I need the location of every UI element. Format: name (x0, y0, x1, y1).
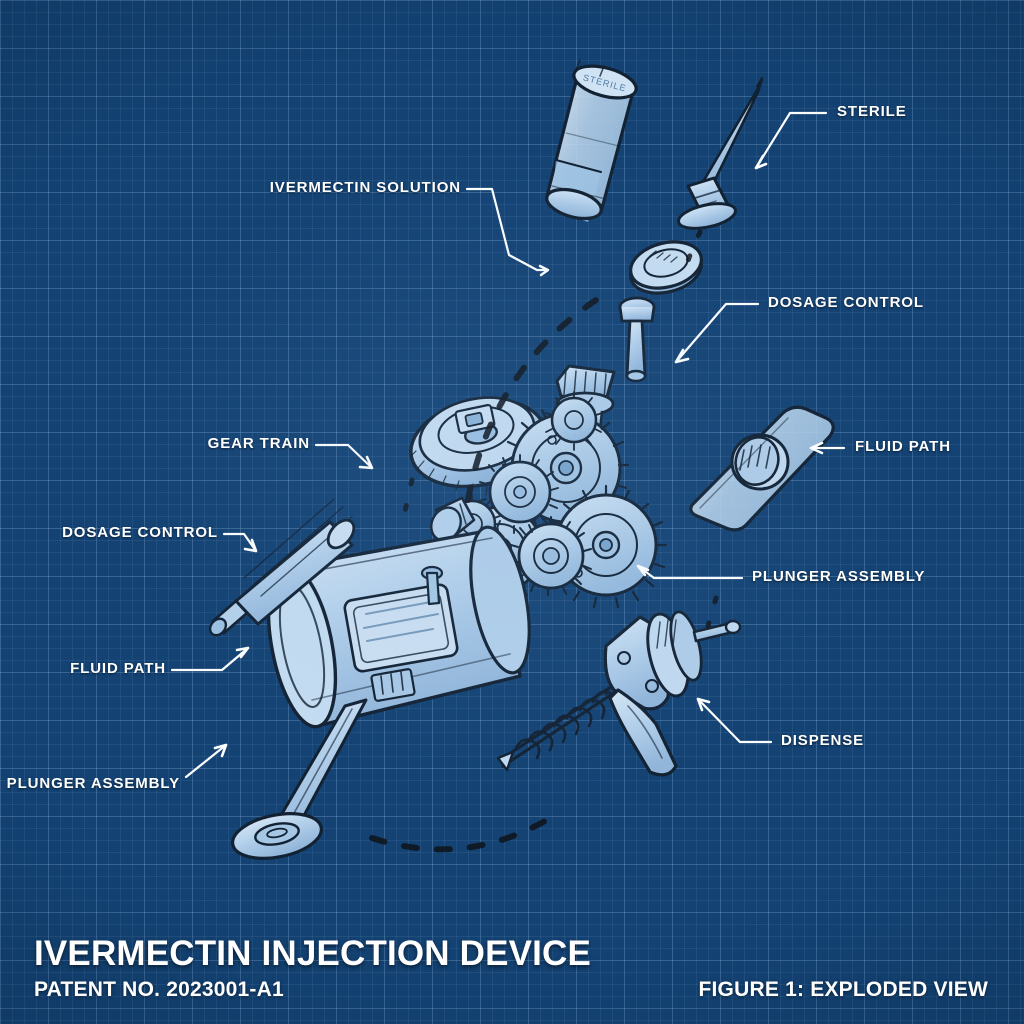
patent-number: PATENT NO. 2023001-A1 (34, 978, 284, 1001)
part-dispense-trigger-assembly (496, 610, 742, 777)
callout-label-fluid-path-right: FLUID PATH (855, 438, 951, 455)
figure-label: FIGURE 1: EXPLODED VIEW (698, 978, 988, 1001)
title-sub-row: PATENT NO. 2023001-A1 FIGURE 1: EXPLODED… (34, 978, 996, 1002)
gear-pinion-upper (478, 454, 559, 534)
callout-label-plunger-assembly-left: PLUNGER ASSEMBLY (6, 775, 180, 792)
part-ivermectin-vial: STERILE (545, 59, 638, 222)
title-block: IVERMECTIN INJECTION DEVICE PATENT NO. 2… (34, 936, 996, 1002)
callout-label-gear-train: GEAR TRAIN (207, 435, 310, 452)
page-title: IVERMECTIN INJECTION DEVICE (34, 934, 592, 974)
assembly-motion-path-dots (402, 229, 719, 629)
part-plunger-rod (231, 698, 368, 860)
callout-label-dosage-control-left: DOSAGE CONTROL (62, 524, 218, 541)
gear-top-small (545, 391, 603, 451)
callout-label-dosage-control-right: DOSAGE CONTROL (768, 294, 924, 311)
part-fluid-path-plate (689, 405, 835, 532)
part-hypodermic-needle (677, 77, 764, 230)
gear-bevel-cluster (430, 496, 476, 542)
gear-center-small (510, 516, 592, 596)
callout-label-sterile: STERILE (837, 103, 907, 120)
callout-label-dispense: DISPENSE (781, 732, 865, 749)
callout-label-ivermectin-solution: IVERMECTIN SOLUTION (269, 179, 461, 196)
part-dosage-control-cap (629, 240, 703, 295)
part-main-barrel-body (266, 525, 531, 729)
assembly-motion-path (465, 297, 599, 503)
callout-leader-lines (170, 111, 846, 779)
callout-label-plunger-assembly-right: PLUNGER ASSEMBLY (752, 568, 926, 585)
callout-label-fluid-path-left: FLUID PATH (70, 660, 166, 677)
assembly-motion-path-lower (369, 809, 563, 853)
part-dosage-control-cylinder (208, 498, 356, 637)
part-dosage-knob-stem (618, 296, 656, 383)
